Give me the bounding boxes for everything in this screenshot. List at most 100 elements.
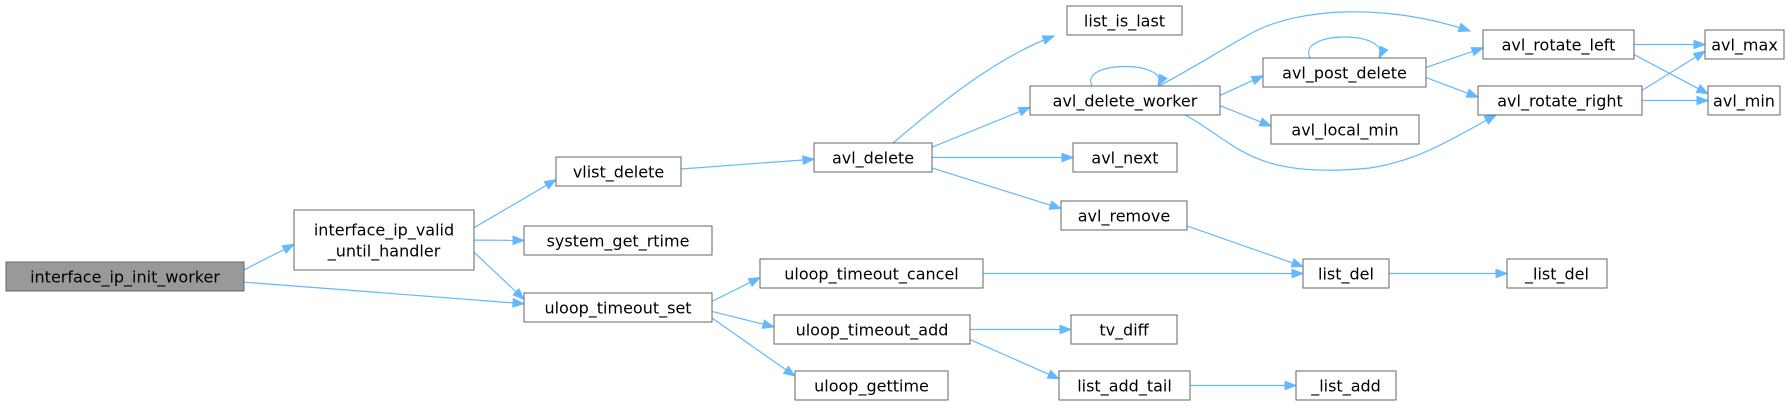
node-label: avl_delete_worker: [1053, 92, 1198, 112]
node-box[interactable]: [794, 370, 949, 401]
edge-line: [711, 281, 753, 302]
edge-line: [1641, 55, 1698, 91]
edge-interface_ip_init_worker-to-interface_ip_valid_until_handler: [243, 243, 296, 271]
node-label: system_get_rtime: [547, 232, 690, 252]
edge-arrowhead: [1258, 117, 1273, 127]
edge-uloop_timeout_add-to-list_add_tail: [969, 339, 1061, 380]
node-box[interactable]: [1072, 142, 1178, 173]
edge-arrowhead: [1061, 152, 1075, 163]
node-label: _list_add: [1310, 377, 1381, 397]
edge-line: [473, 251, 518, 294]
edge-arrowhead: [1291, 268, 1305, 279]
edge-arrowhead: [281, 243, 296, 254]
edge-line: [711, 310, 766, 326]
node-box[interactable]: [1704, 29, 1785, 60]
node-uloop_timeout_set[interactable]: uloop_timeout_set: [523, 292, 713, 323]
node-box[interactable]: [1295, 370, 1397, 401]
edge-line: [1308, 36, 1381, 59]
node-box[interactable]: [1029, 85, 1221, 116]
edge-avl_remove-to-list_del: [1186, 225, 1305, 268]
node-box[interactable]: [813, 142, 933, 173]
node-tv_diff[interactable]: tv_diff: [1070, 314, 1178, 345]
node-avl_delete_worker[interactable]: avl_delete_worker: [1029, 85, 1221, 116]
node-label: avl_max: [1711, 36, 1778, 56]
node-uloop_timeout_add[interactable]: uloop_timeout_add: [773, 314, 971, 345]
edge-avl_delete-to-list_is_last: [892, 35, 1056, 144]
node-box[interactable]: [1066, 5, 1183, 36]
edge-line: [1219, 105, 1263, 124]
node-box[interactable]: [759, 258, 984, 289]
node-avl_rotate_left[interactable]: avl_rotate_left: [1482, 29, 1635, 60]
edge-avl_delete_worker-to-avl_rotate_left: [1158, 11, 1472, 87]
edge-uloop_timeout_add-to-tv_diff: [970, 324, 1073, 335]
node-label: interface_ip_init_worker: [30, 268, 220, 288]
node-avl_min[interactable]: avl_min: [1707, 85, 1781, 116]
edge-line: [1186, 225, 1295, 265]
node-box[interactable]: [1060, 200, 1188, 231]
edge-line: [1425, 76, 1470, 95]
edge-arrowhead: [782, 365, 797, 377]
node-avl_rotate_right[interactable]: avl_rotate_right: [1477, 85, 1643, 116]
edge-arrowhead: [1284, 380, 1298, 391]
node-uloop_gettime[interactable]: uloop_gettime: [794, 370, 949, 401]
node-box[interactable]: [5, 261, 245, 292]
node-box[interactable]: [1477, 85, 1643, 116]
edge-interface_ip_valid_until_handler-to-system_get_rtime: [473, 235, 526, 246]
node-box[interactable]: [555, 156, 682, 187]
node-box[interactable]: [1270, 114, 1420, 145]
node-list_add_tail[interactable]: list_add_tail: [1058, 370, 1191, 401]
node-avl_max[interactable]: avl_max: [1704, 29, 1785, 60]
edge-line: [1158, 11, 1471, 87]
edge-uloop_timeout_set-to-uloop_gettime: [711, 317, 797, 377]
edge-interface_ip_valid_until_handler-to-vlist_delete: [473, 179, 558, 229]
edge-arrowhead: [1693, 39, 1707, 50]
edge-line: [931, 110, 1022, 148]
node-label: _list_del: [1524, 265, 1589, 285]
node-avl_next[interactable]: avl_next: [1072, 142, 1178, 173]
edge-list_add_tail-to-_list_add: [1190, 380, 1298, 391]
node-label: avl_rotate_left: [1502, 36, 1616, 56]
node-box[interactable]: [1262, 57, 1427, 88]
node-interface_ip_valid_until_handler[interactable]: interface_ip_valid_until_handler: [293, 209, 475, 271]
node-avl_local_min[interactable]: avl_local_min: [1270, 114, 1420, 145]
edge-arrowhead: [1290, 258, 1305, 268]
node-label: tv_diff: [1099, 321, 1149, 341]
node-system_get_rtime[interactable]: system_get_rtime: [523, 225, 713, 256]
node-uloop_timeout_cancel[interactable]: uloop_timeout_cancel: [759, 258, 984, 289]
node-label: avl_local_min: [1291, 121, 1398, 141]
node-avl_delete[interactable]: avl_delete: [813, 142, 933, 173]
node-box[interactable]: [1707, 85, 1781, 116]
edge-arrowhead: [1695, 84, 1710, 95]
node-list_del[interactable]: list_del: [1302, 258, 1390, 289]
node-vlist_delete[interactable]: vlist_delete: [555, 156, 682, 187]
edge-arrowhead: [802, 155, 816, 165]
node-_list_del[interactable]: _list_del: [1506, 258, 1608, 289]
node-avl_post_delete[interactable]: avl_post_delete: [1262, 57, 1427, 88]
node-box[interactable]: [1302, 258, 1390, 289]
edge-line: [931, 167, 1053, 207]
edge-line: [892, 35, 1055, 144]
node-label: uloop_timeout_set: [544, 299, 691, 319]
node-box[interactable]: [773, 314, 971, 345]
node-_list_add[interactable]: _list_add: [1295, 370, 1397, 401]
node-box[interactable]: [1506, 258, 1608, 289]
edge-avl_delete_worker-to-avl_post_delete: [1219, 75, 1265, 97]
node-box[interactable]: [1058, 370, 1191, 401]
edge-avl_post_delete-to-avl_post_delete: [1308, 36, 1389, 60]
node-avl_remove[interactable]: avl_remove: [1060, 200, 1188, 231]
edge-avl_rotate_left-to-avl_min: [1633, 54, 1710, 95]
node-label: vlist_delete: [573, 163, 664, 183]
node-label: avl_rotate_right: [1497, 92, 1623, 112]
edge-arrowhead: [1457, 22, 1472, 32]
edge-arrowhead: [512, 235, 526, 246]
node-box[interactable]: [293, 209, 475, 271]
node-box[interactable]: [523, 225, 713, 256]
node-interface_ip_init_worker[interactable]: interface_ip_init_worker: [5, 261, 245, 292]
node-box[interactable]: [523, 292, 713, 323]
edge-uloop_timeout_set-to-uloop_timeout_cancel: [711, 276, 762, 302]
node-box[interactable]: [1482, 29, 1635, 60]
node-list_is_last[interactable]: list_is_last: [1066, 5, 1183, 36]
edge-avl_delete_worker-to-avl_local_min: [1219, 105, 1273, 127]
node-box[interactable]: [1070, 314, 1178, 345]
